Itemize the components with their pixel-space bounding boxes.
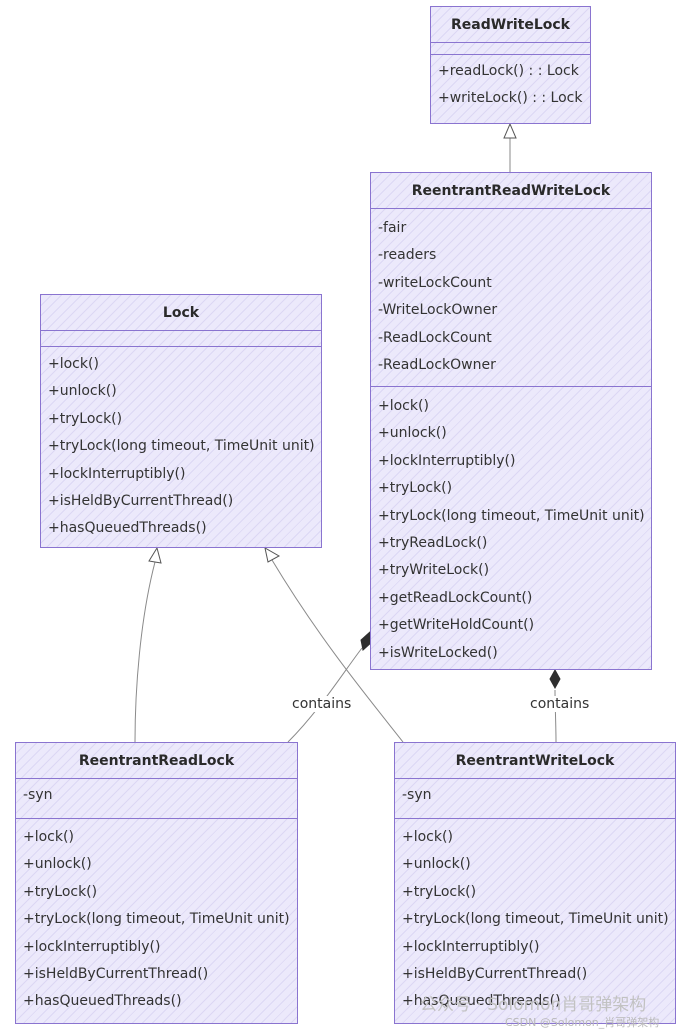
class-attributes-reentrantreadlock: -syn [16,779,297,819]
class-title-readwritelock: ReadWriteLock [431,7,590,43]
inheritance-arrow-rwl [503,122,517,139]
watermark-csdn: CSDN @Solomon_肖哥弹架构 [505,1016,660,1029]
method-row: +getWriteHoldCount() [378,617,535,634]
method-row: +lockInterruptibly() [378,452,516,469]
inheritance-arrow-lock-left [148,546,162,564]
method-row: +lock() [48,356,99,372]
class-box-lock[interactable]: Lock +lock() +unlock() +tryLock() +tryLo… [40,294,322,548]
composition-diamond-write [549,668,561,690]
relation-label-contains-read: contains [290,696,354,712]
method-row: +lockInterruptibly() [48,465,186,482]
class-methods-reentrantreadlock: +lock() +unlock() +tryLock() +tryLock(lo… [16,819,297,1020]
method-row: +tryReadLock() [378,534,488,551]
method-row: +tryLock(long timeout, TimeUnit unit) [48,438,315,455]
class-box-reentrantreadlock[interactable]: ReentrantReadLock -syn +lock() +unlock()… [15,742,298,1024]
attribute-row: -fair [378,220,407,236]
method-row: +unlock() [48,383,117,400]
method-row: +lock() [23,829,74,845]
class-attributes-readwritelock [431,43,590,55]
class-methods-readwritelock: +readLock() : : Lock +writeLock() : : Lo… [431,55,590,117]
method-row: +lock() [378,398,429,414]
method-row: +tryLock(long timeout, TimeUnit unit) [23,911,290,928]
method-row: +hasQueuedThreads() [48,520,207,537]
method-row: +getReadLockCount() [378,589,533,606]
method-row: +unlock() [378,425,447,442]
attribute-row: -ReadLockOwner [378,356,496,373]
method-row: +lockInterruptibly() [402,938,540,955]
watermark-wechat: 公众号 · Solomon肖哥弹架构 [420,995,647,1015]
method-row: +unlock() [402,856,471,873]
method-row: +writeLock() : : Lock [438,90,583,107]
attribute-row: -syn [402,787,432,803]
method-row: +lock() [402,829,453,845]
method-row: +tryWriteLock() [378,562,490,579]
method-row: +isHeldByCurrentThread() [23,965,209,982]
inheritance-line-rrl-to-lock [134,561,156,743]
class-box-readwritelock[interactable]: ReadWriteLock +readLock() : : Lock +writ… [430,6,591,124]
class-title-reentrantreadlock: ReentrantReadLock [16,743,297,779]
class-methods-reentrantwritelock: +lock() +unlock() +tryLock() +tryLock(lo… [395,819,675,1020]
method-row: +lockInterruptibly() [23,938,161,955]
method-row: +tryLock() [23,883,98,900]
method-row: +isWriteLocked() [378,644,498,661]
method-row: +hasQueuedThreads() [23,993,182,1010]
class-attributes-reentrantwritelock: -syn [395,779,675,819]
method-row: +tryLock() [378,480,453,497]
attribute-row: -writeLockCount [378,274,492,291]
class-title-lock: Lock [41,295,321,331]
method-row: +tryLock() [402,883,477,900]
class-methods-reentrantreadwritelock: +lock() +unlock() +lockInterruptibly() +… [371,387,651,671]
attribute-row: -syn [23,787,53,803]
method-row: +unlock() [23,856,92,873]
class-title-reentrantreadwritelock: ReentrantReadWriteLock [371,173,651,209]
class-attributes-lock [41,331,321,347]
method-row: +tryLock(long timeout, TimeUnit unit) [378,507,645,524]
attribute-row: -readers [378,247,437,264]
method-row: +tryLock() [48,410,123,427]
relation-label-contains-write: contains [528,696,592,712]
attribute-row: -ReadLockCount [378,329,492,346]
method-row: +isHeldByCurrentThread() [402,965,588,982]
method-row: +isHeldByCurrentThread() [48,492,234,509]
method-row: +tryLock(long timeout, TimeUnit unit) [402,911,669,928]
class-box-reentrantwritelock[interactable]: ReentrantWriteLock -syn +lock() +unlock(… [394,742,676,1024]
method-row: +hasQueuedThreads() [402,993,561,1010]
composition-line-read [287,647,363,743]
class-box-reentrantreadwritelock[interactable]: ReentrantReadWriteLock -fair -readers -w… [370,172,652,670]
class-attributes-reentrantreadwritelock: -fair -readers -writeLockCount -WriteLoc… [371,209,651,387]
class-methods-lock: +lock() +unlock() +tryLock() +tryLock(lo… [41,347,321,547]
method-row: +readLock() : : Lock [438,63,579,79]
attribute-row: -WriteLockOwner [378,302,498,319]
class-title-reentrantwritelock: ReentrantWriteLock [395,743,675,779]
inheritance-arrow-lock-right [264,547,281,563]
